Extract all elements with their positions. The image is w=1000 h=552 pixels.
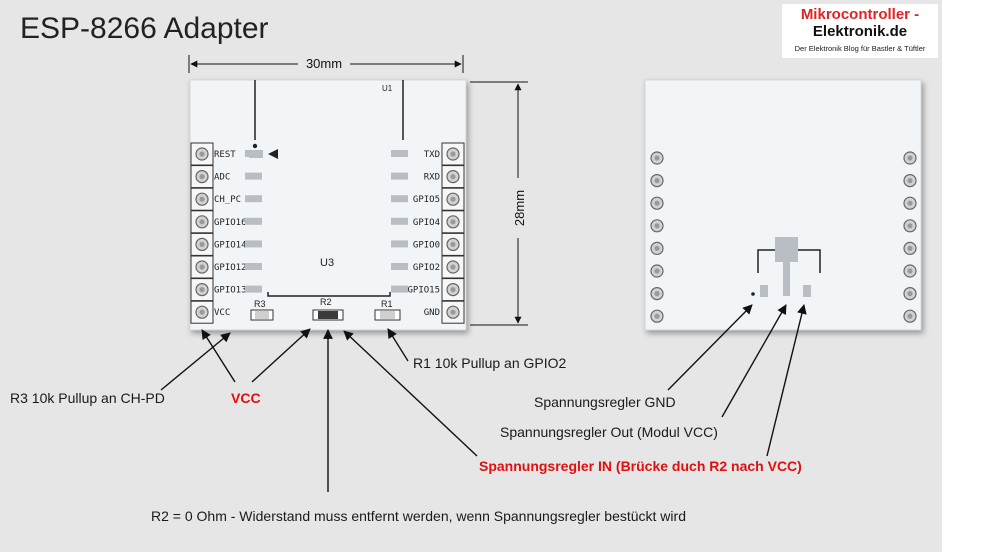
annotation-r3: R3 10k Pullup an CH-PD (10, 390, 165, 406)
annotation-regulator-in: Spannungsregler IN (Brücke duch R2 nach … (479, 458, 802, 474)
pin-label-gpio15: GPIO15 (407, 286, 440, 296)
annotation-arrows (160, 304, 807, 492)
module-label: U1 (382, 84, 393, 93)
pin-label-gpio4: GPIO4 (413, 218, 440, 228)
logo-line-1: Mikrocontroller - (800, 6, 920, 23)
pin-label-gpio16: GPIO16 (214, 218, 247, 228)
pin-label-ch-pc: CH_PC (214, 195, 241, 205)
width-label: 30mm (306, 56, 342, 71)
width-dimension (188, 55, 464, 73)
back-pins (650, 151, 917, 323)
annotation-vcc: VCC (231, 390, 261, 406)
board-front (189, 79, 467, 331)
pin-label-gnd: GND (424, 308, 440, 318)
pin-label-gpio12: GPIO12 (214, 263, 247, 273)
page-title: ESP-8266 Adapter (20, 12, 269, 45)
annotation-regulator-gnd: Spannungsregler GND (534, 394, 676, 410)
pin-label-rxd: RXD (424, 173, 440, 183)
pin-label-rest: REST (214, 150, 236, 160)
pin-label-gpio0: GPIO0 (413, 240, 440, 250)
pin-label-txd: TXD (424, 150, 440, 160)
resistors (250, 309, 401, 321)
pin-label-adc: ADC (214, 173, 230, 183)
pin-label-vcc: VCC (214, 308, 230, 318)
board-back (644, 79, 922, 331)
ic-label: U3 (320, 257, 334, 269)
pin-label-gpio13: GPIO13 (214, 286, 247, 296)
annotation-r2: R2 = 0 Ohm - Widerstand muss entfernt we… (151, 508, 686, 524)
annotation-regulator-out: Spannungsregler Out (Modul VCC) (500, 424, 718, 440)
annotation-r1: R1 10k Pullup an GPIO2 (413, 355, 567, 371)
pin-label-gpio14: GPIO14 (214, 240, 247, 250)
pin-label-gpio5: GPIO5 (413, 195, 440, 205)
logo-tagline: Der Elektronik Blog für Bastler & Tüftle… (794, 44, 926, 53)
height-label: 28mm (512, 190, 527, 226)
height-dimension (470, 81, 528, 326)
resistor-label-r3: R3 (254, 299, 266, 309)
pin-label-gpio2: GPIO2 (413, 263, 440, 273)
site-logo: Mikrocontroller - Elektronik.de Der Elek… (782, 4, 938, 58)
resistor-label-r2: R2 (320, 297, 332, 307)
resistor-label-r1: R1 (381, 299, 393, 309)
logo-line-2: Elektronik.de (812, 23, 908, 40)
